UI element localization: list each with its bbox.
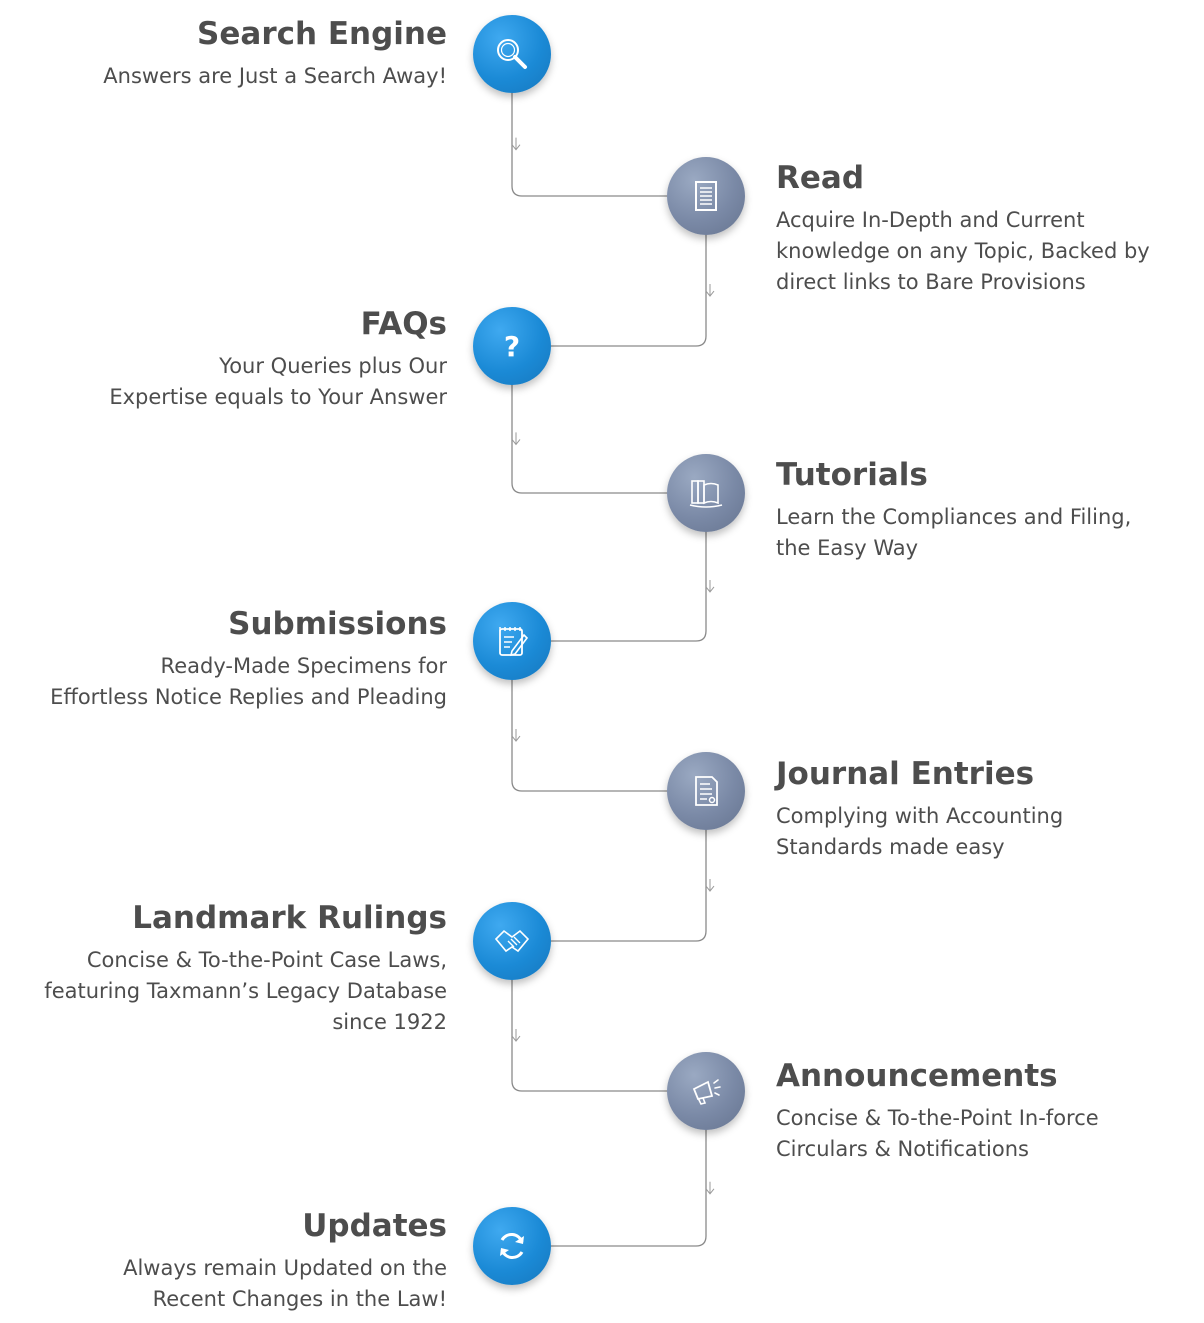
connector-line [511, 93, 667, 197]
arrow-down-icon [705, 1181, 715, 1195]
desc-line: Effortless Notice Replies and Pleading [50, 685, 447, 709]
desc-line: Ready-Made Specimens for [160, 654, 447, 678]
desc-line: direct links to Bare Provisions [776, 270, 1086, 294]
refresh-icon [500, 1233, 524, 1259]
desc-line: Concise & To-the-Point Case Laws, [86, 948, 447, 972]
step-title: Submissions [228, 606, 447, 642]
desc-line: the Easy Way [776, 536, 919, 560]
step-journal-entries: Journal Entries Complying with Accountin… [776, 755, 1063, 863]
step-search-engine: Search Engine Answers are Just a Search … [103, 15, 447, 92]
arrow-down-icon [705, 579, 715, 593]
desc-line: Circulars & Notifications [776, 1137, 1029, 1161]
faqs-step-circle: ? [473, 307, 551, 385]
connector-line [551, 235, 707, 347]
step-desc: Concise & To-the-Point In-force Circular… [776, 1103, 1099, 1165]
desc-line: since 1922 [332, 1010, 447, 1034]
search-icon [497, 39, 527, 69]
landmark-rulings-step-circle [473, 902, 551, 980]
step-desc: Your Queries plus Our Expertise equals t… [109, 351, 447, 413]
arrow-down-icon [705, 284, 715, 297]
desc-line: Answers are Just a Search Away! [103, 64, 447, 88]
step-tutorials: Tutorials Learn the Compliances and Fili… [776, 456, 1131, 564]
connector-line [551, 1130, 707, 1247]
connector-line [551, 830, 707, 942]
document-icon [695, 181, 717, 211]
svg-text:?: ? [504, 330, 520, 363]
announcements-step-circle [667, 1052, 745, 1130]
book-icon [689, 480, 723, 508]
step-faqs: FAQs Your Queries plus Our Expertise equ… [109, 305, 447, 413]
desc-line: Always remain Updated on the [123, 1256, 447, 1280]
arrow-down-icon [705, 879, 715, 892]
handshake-icon [494, 929, 530, 953]
search-step-circle [473, 15, 551, 93]
notepad-pen-icon [499, 627, 529, 657]
updates-step-circle [473, 1207, 551, 1285]
journal-entries-step-circle [667, 752, 745, 830]
step-title: Journal Entries [776, 756, 1035, 792]
step-desc: Concise & To-the-Point Case Laws, featur… [44, 945, 447, 1038]
desc-line: Standards made easy [776, 835, 1005, 859]
megaphone-icon [692, 1079, 721, 1105]
desc-line: featuring Taxmann’s Legacy Database [44, 979, 447, 1003]
step-title: Search Engine [197, 16, 447, 52]
ledger-icon [695, 776, 718, 806]
step-updates: Updates Always remain Updated on the Rec… [123, 1207, 447, 1315]
step-landmark-rulings: Landmark Rulings Concise & To-the-Point … [44, 899, 447, 1038]
desc-line: Acquire In-Depth and Current [776, 208, 1085, 232]
step-title: Announcements [776, 1058, 1058, 1094]
submissions-step-circle [473, 602, 551, 680]
step-desc: Complying with Accounting Standards made… [776, 801, 1063, 863]
step-desc: Learn the Compliances and Filing, the Ea… [776, 502, 1131, 564]
step-title: Read [776, 160, 865, 196]
arrow-down-icon [511, 729, 521, 742]
desc-line: Learn the Compliances and Filing, [776, 505, 1132, 529]
connector-line [511, 385, 667, 494]
step-desc: Acquire In-Depth and Current knowledge o… [776, 205, 1150, 298]
desc-line: Complying with Accounting [776, 804, 1064, 828]
desc-line: Expertise equals to Your Answer [109, 385, 447, 409]
arrow-down-icon [511, 137, 521, 151]
arrow-down-icon [511, 1029, 521, 1042]
question-icon: ? [504, 330, 520, 363]
connector-line [551, 532, 707, 642]
desc-line: knowledge on any Topic, Backed by [776, 239, 1150, 263]
read-step-circle [667, 157, 745, 235]
step-read: Read Acquire In-Depth and Current knowle… [776, 159, 1150, 298]
step-title: Landmark Rulings [132, 900, 447, 936]
step-desc: Always remain Updated on the Recent Chan… [123, 1253, 447, 1315]
step-title: FAQs [360, 306, 447, 342]
step-desc: Answers are Just a Search Away! [103, 61, 447, 92]
step-title: Tutorials [776, 457, 928, 493]
step-title: Updates [302, 1208, 447, 1244]
tutorials-step-circle [667, 454, 745, 532]
desc-line: Recent Changes in the Law! [152, 1287, 447, 1311]
desc-line: Your Queries plus Our [219, 354, 447, 378]
connector-line [511, 980, 667, 1092]
desc-line: Concise & To-the-Point In-force [776, 1106, 1099, 1130]
step-announcements: Announcements Concise & To-the-Point In-… [776, 1057, 1099, 1165]
connector-line [511, 680, 667, 792]
step-submissions: Submissions Ready-Made Specimens for Eff… [50, 605, 447, 713]
step-desc: Ready-Made Specimens for Effortless Noti… [50, 651, 447, 713]
arrow-down-icon [511, 432, 521, 446]
